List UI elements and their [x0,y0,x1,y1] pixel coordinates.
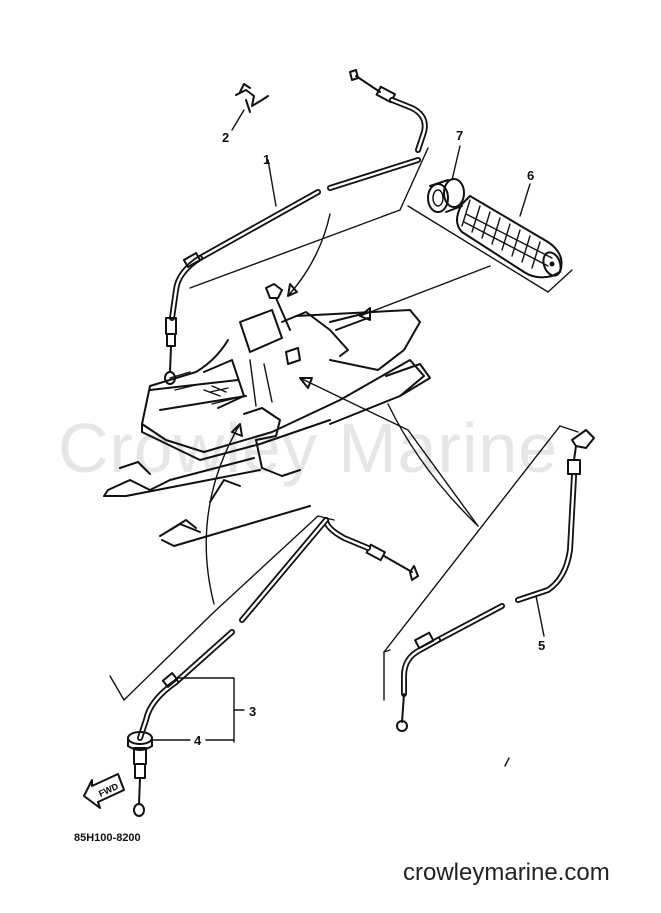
callout-4: 4 [194,733,202,748]
callout-3: 3 [249,704,257,719]
arrowhead-1 [287,283,298,297]
callout-1: 1 [263,152,271,167]
arrowhead-5 [299,377,313,389]
watermark: Crowley Marine [58,409,559,487]
arrow-1-to-handle [287,213,331,297]
leader-2 [231,109,245,131]
part-1-cable-upper[interactable] [164,69,429,385]
callout-5: 5 [538,638,546,653]
arrow-3-to-body [205,423,241,605]
arrow-grip-to-body [387,403,479,527]
part-7-collar[interactable] [427,178,465,213]
fwd-arrow-icon: FWD [83,773,125,809]
footer-url[interactable]: crowleymarine.com [403,859,610,886]
callout-7: 7 [456,128,464,143]
leader-6 [519,183,531,217]
callout-6: 6 [527,168,535,183]
diagram-code: 85H100-8200 [74,832,141,844]
leader-7 [451,145,461,181]
leader-3 [175,677,235,743]
arrowhead-3 [231,423,243,437]
leader-5 [535,595,545,637]
part-4-cable-holder[interactable] [127,731,153,817]
part-6-grip[interactable] [407,195,573,293]
callout-2: 2 [222,130,230,145]
leader-1 [267,159,277,207]
part-5-cable-right[interactable] [383,425,595,732]
arrow-5-to-body [299,377,479,527]
edge-tick [504,757,510,767]
part-2-clip[interactable] [235,83,269,113]
part-3-cable-lower[interactable] [109,515,419,741]
arrow-6-to-handle [359,265,491,317]
watercraft-body [103,283,431,547]
